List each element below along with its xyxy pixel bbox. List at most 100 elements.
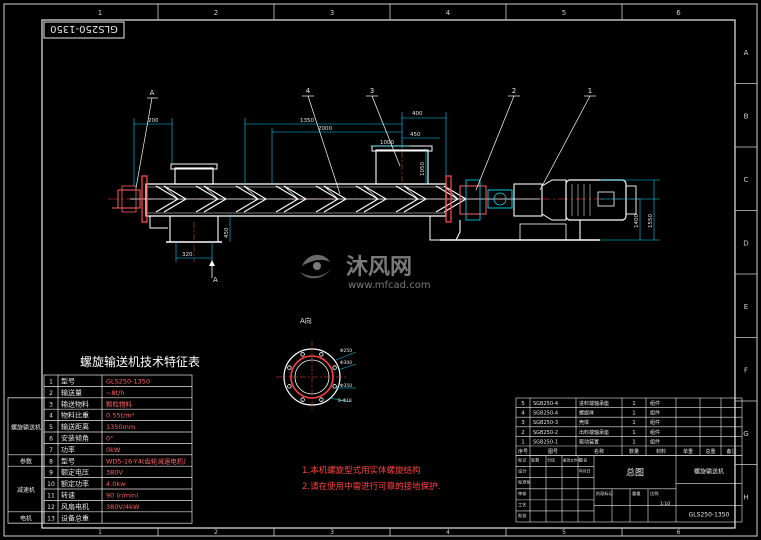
spec-row-name: 风扇电机: [61, 502, 89, 511]
bom-header-cell: 单重: [683, 448, 693, 455]
spec-table-title: 螺旋输送机技术特征表: [80, 354, 200, 369]
motor-flange: [541, 179, 567, 221]
spec-row-name: 额定功率: [61, 479, 89, 488]
spec-row-name: 设备总重: [61, 513, 89, 522]
spec-row-name: 输送物料: [61, 399, 89, 408]
bom-qty: 1: [632, 430, 636, 436]
spec-row-value: 380V: [106, 469, 123, 477]
spec-row-no: 9: [49, 470, 53, 477]
spec-row-value: 0kW: [106, 446, 121, 454]
zone-number-top: 4: [446, 9, 451, 17]
dim-1350: 1350: [300, 118, 314, 124]
outer-frame: [3, 3, 758, 537]
motor: [565, 179, 627, 221]
spec-side-label: 参数: [20, 458, 32, 466]
spec-row-no: 6: [49, 436, 53, 443]
spec-row-name: 型号: [61, 456, 75, 465]
spec-row-no: 12: [47, 504, 55, 511]
bom-code: SGB250-3: [533, 420, 558, 426]
bom-code: SGB250-1: [533, 439, 558, 445]
spec-row-name: 输送量: [61, 388, 82, 397]
inlet-port: [174, 167, 214, 185]
spec-row-name: 输送距离: [61, 422, 89, 431]
tb-label: 比例: [650, 490, 658, 497]
zone-letter: B: [744, 112, 749, 120]
dim-450-h: 450: [224, 227, 230, 238]
zone-number-bottom: 4: [446, 529, 450, 536]
zone-letter: F: [744, 366, 748, 374]
right-bearing: [459, 185, 487, 215]
zone-number-top: 5: [562, 9, 566, 17]
bom-header-cell: 名称: [594, 448, 604, 455]
drawing-id-box: GLS250-1350: [43, 21, 125, 39]
zone-number-bottom: 3: [330, 529, 334, 536]
tb-label: 设计: [518, 468, 526, 475]
bom-qty: 1: [632, 439, 636, 445]
dim-320: 320: [182, 252, 193, 258]
bom-material: 组件: [650, 419, 660, 426]
spec-row-no: 13: [47, 515, 55, 522]
bom-material: 组件: [650, 429, 660, 436]
dim-1050: 1050: [420, 162, 426, 176]
section-view-a: A向 Φ250 Φ300 Φ350 8-Φ18: [276, 316, 357, 413]
bom-qty: 1: [632, 401, 636, 407]
callout-numbers: A 4 3 2 1: [150, 87, 593, 97]
spec-row-value: 颗粒物料: [106, 399, 133, 408]
callout-2: 2: [512, 87, 516, 95]
spec-side-label: 螺旋输送机: [11, 423, 41, 431]
tb-product: 螺旋输送机: [694, 467, 724, 475]
notes: 1.本机螺旋型式用实体螺旋结构 2.请在使用中需进行可靠的接地保护.: [302, 465, 440, 492]
tb-label: 标记: [518, 457, 527, 464]
zone-letter: A: [744, 49, 749, 57]
callout-leaders: [135, 95, 596, 195]
zone-number-bottom: 1: [98, 529, 102, 536]
spec-row-no: 2: [49, 390, 53, 397]
tb-label: 分区: [547, 457, 555, 464]
zone-letter: G: [743, 430, 748, 438]
bom-qty: 1: [632, 411, 636, 417]
spec-row-no: 11: [47, 493, 55, 500]
spec-row-value: 90 (r/min): [106, 492, 139, 500]
spec-row-name: 功率: [61, 445, 75, 454]
bom-no: 1: [521, 439, 525, 445]
coupling: [487, 189, 513, 209]
spec-row-name: 额定电压: [61, 468, 89, 477]
spec-row-value: 1350mm: [106, 423, 135, 431]
zone-number-top: 6: [676, 9, 681, 17]
callout-3: 3: [370, 87, 374, 95]
callout-4: 4: [306, 87, 311, 95]
bom-header-cell: 备注: [726, 448, 736, 455]
dim-1550: 1550: [648, 214, 654, 228]
spec-row-no: 3: [49, 401, 53, 408]
bom-no: 5: [521, 401, 525, 407]
spec-row-value: 4.0kw: [106, 480, 126, 488]
dim-400: 400: [412, 111, 423, 117]
conveyor-elevation: [108, 140, 640, 262]
note-2: 2.请在使用中需进行可靠的接地保护.: [302, 481, 440, 492]
bom-name: 壳体: [579, 419, 589, 426]
dim-450: 450: [410, 132, 421, 138]
spec-row-no: 10: [47, 481, 55, 488]
bom-header-cell: 总重: [705, 448, 715, 455]
bom-no: 4: [521, 411, 525, 417]
tb-label: 标准化: [518, 479, 531, 486]
motor-base: [455, 220, 581, 241]
zone-number-top: 3: [330, 9, 334, 17]
tb-label: 更改文件号: [563, 458, 581, 463]
spec-row-value: 0°: [106, 435, 113, 443]
spec-side-label: 减速机: [17, 486, 35, 494]
arrow-label: A: [213, 276, 218, 284]
spec-row-name: 安装倾角: [61, 434, 89, 443]
sv-dim-2: Φ300: [340, 360, 352, 366]
dim-1000: 1000: [380, 140, 394, 146]
spec-side-label: 电机: [20, 515, 32, 523]
dim-1400: 1400: [634, 214, 640, 228]
left-end-plate: [141, 175, 148, 223]
note-1: 1.本机螺旋型式用实体螺旋结构: [302, 465, 421, 476]
watermark-logo-icon: [300, 254, 332, 279]
bom-no: 2: [521, 430, 525, 436]
